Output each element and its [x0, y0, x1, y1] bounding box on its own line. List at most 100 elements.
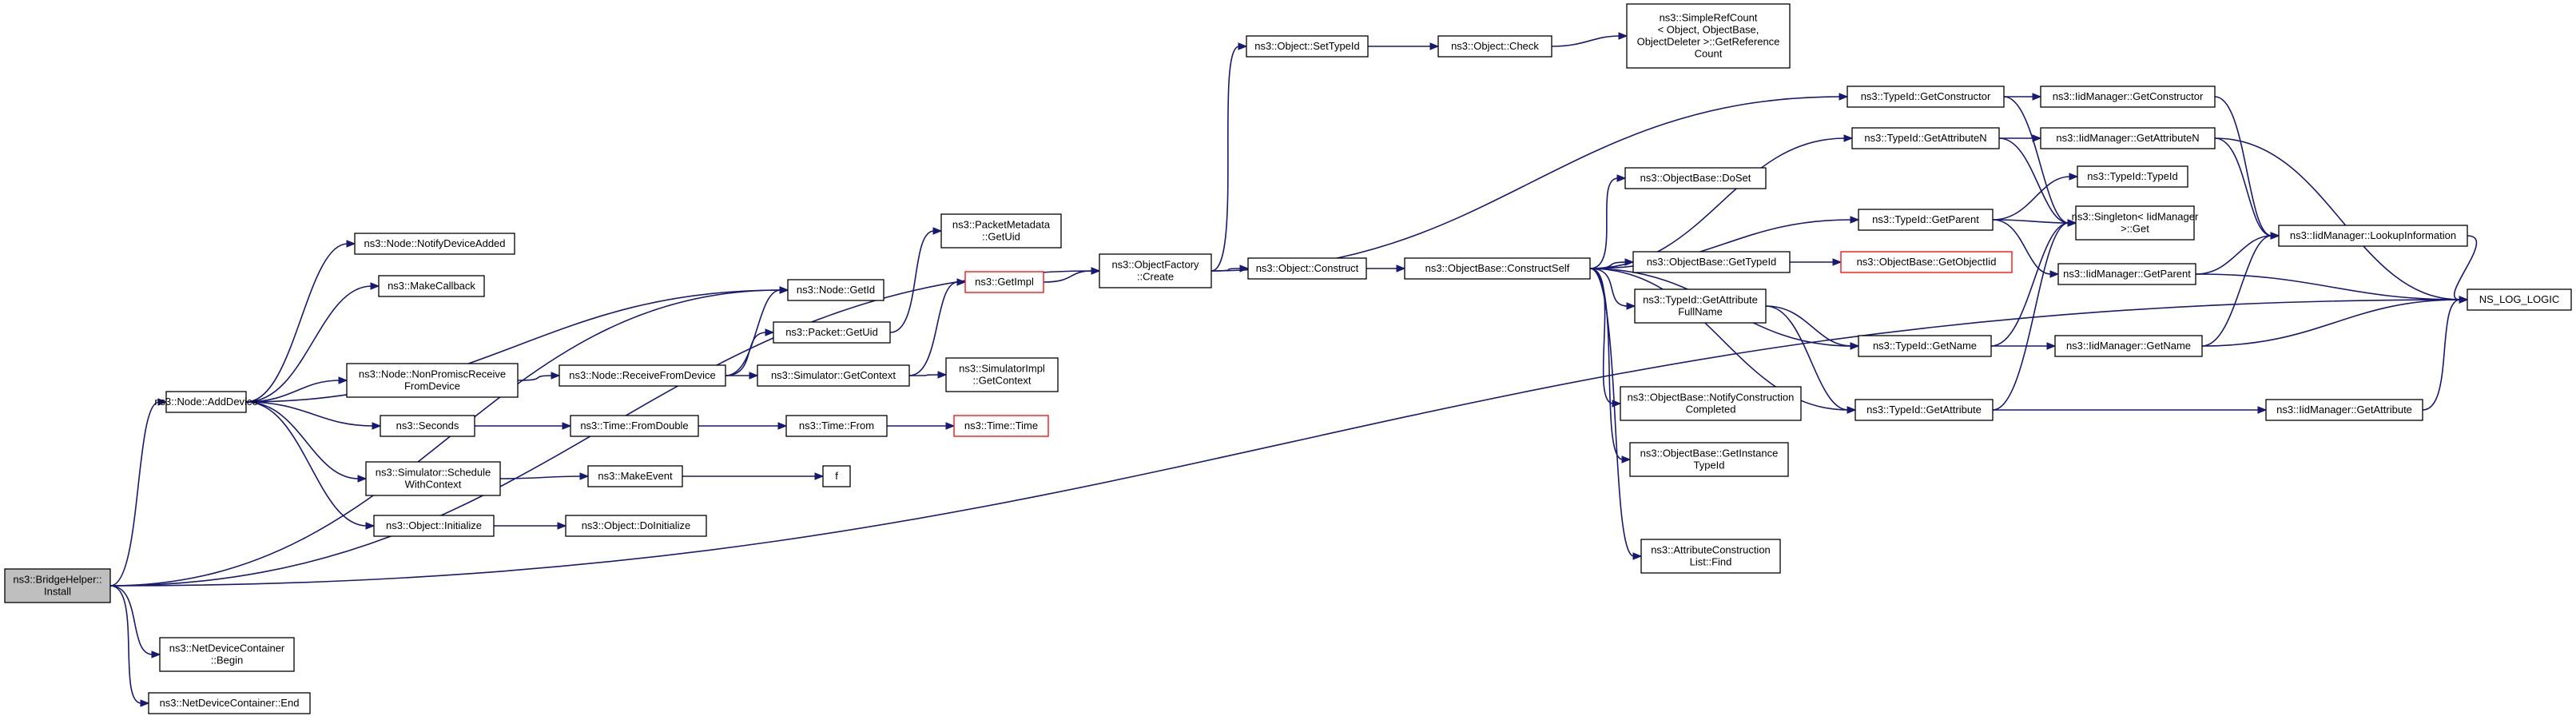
edge-line — [1551, 35, 1620, 47]
node-ndcBegin[interactable]: ns3::NetDeviceContainer::Begin — [159, 637, 295, 672]
node-label: < Object, ObjectBase, — [1658, 24, 1759, 36]
node-iidName[interactable]: ns3::IidManager::GetName — [2054, 335, 2203, 357]
node-label: NS_LOG_LOGIC — [2479, 293, 2559, 305]
edge-simGetCtx-to-getImpl — [908, 278, 967, 376]
node-iidCtor[interactable]: ns3::IidManager::GetConstructor — [2040, 86, 2216, 108]
node-label: ::Create — [1137, 271, 1174, 283]
edge-tidAttrN-to-singletonGet — [1998, 137, 2077, 227]
node-getImpl[interactable]: ns3::GetImpl — [964, 271, 1044, 293]
node-getObjectTid[interactable]: ns3::ObjectBase::GetObjectIid — [1840, 251, 2013, 273]
node-box — [165, 391, 247, 413]
node-ndcEnd[interactable]: ns3::NetDeviceContainer::End — [148, 692, 311, 714]
node-lookupInfo[interactable]: ns3::IidManager::LookupInformation — [2278, 225, 2468, 247]
node-box — [2040, 127, 2216, 149]
node-simImplCtx[interactable]: ns3::SimulatorImpl::GetContext — [945, 357, 1059, 392]
node-tidAttr[interactable]: ns3::TypeId::GetAttribute — [1854, 399, 1994, 421]
node-tidTypeId[interactable]: ns3::TypeId::TypeId — [2077, 165, 2188, 188]
node-timeTime[interactable]: ns3::Time::Time — [953, 415, 1049, 437]
edge-line — [245, 401, 368, 527]
edge-line — [1589, 268, 1628, 307]
node-constructSelf[interactable]: ns3::ObjectBase::ConstructSelf — [1404, 257, 1591, 280]
node-label: ns3::Node::NotifyDeviceAdded — [364, 237, 505, 249]
node-singletonGet[interactable]: ns3::Singleton< IidManager>::Get — [2072, 205, 2199, 241]
node-tidParent[interactable]: ns3::TypeId::GetParent — [1858, 209, 1994, 231]
node-setTypeId[interactable]: ns3::Object::SetTypeId — [1246, 35, 1369, 58]
node-bridge[interactable]: ns3::BridgeHelper::Install — [4, 568, 111, 603]
edge-recvFromDev-to-simGetCtx — [725, 372, 759, 380]
node-box — [559, 364, 726, 387]
node-pktMetaUid[interactable]: ns3::PacketMetadata::GetUid — [940, 213, 1062, 249]
node-box — [822, 465, 851, 487]
node-doInit[interactable]: ns3::Object::DoInitialize — [565, 515, 707, 537]
node-label: ns3::Node::AddDevice — [154, 396, 257, 408]
arrowhead — [932, 227, 943, 235]
node-tidAttrN[interactable]: ns3::TypeId::GetAttributeN — [1851, 127, 2000, 149]
node-obGetTypeId[interactable]: ns3::ObjectBase::GetTypeId — [1632, 251, 1791, 273]
node-makeCallback[interactable]: ns3::MakeCallback — [378, 275, 485, 297]
node-box — [378, 275, 485, 297]
node-seconds[interactable]: ns3::Seconds — [380, 415, 475, 437]
node-box — [380, 415, 475, 437]
node-getId[interactable]: ns3::Node::GetId — [787, 279, 885, 301]
node-notifyAdded[interactable]: ns3::Node::NotifyDeviceAdded — [354, 233, 515, 255]
node-box — [2057, 263, 2196, 285]
arrowhead — [1850, 216, 1860, 224]
edge-line — [1992, 222, 2069, 411]
node-iidParent[interactable]: ns3::IidManager::GetParent — [2057, 263, 2196, 285]
edge-tidGetCtor-to-singletonGet — [2003, 96, 2077, 227]
edge-iidCtor-to-lookupInfo — [2214, 96, 2280, 240]
node-box — [565, 515, 707, 537]
node-tidName[interactable]: ns3::TypeId::GetName — [1858, 335, 1992, 357]
edge-tidAttrN-to-iidAttrN — [1999, 134, 2042, 142]
edge-objConstruct-to-constructSelf — [1366, 265, 1406, 272]
node-box — [785, 415, 888, 437]
node-label: ns3::IidManager::GetAttributeN — [2056, 132, 2199, 144]
node-label: ::GetContext — [973, 375, 1032, 387]
node-box — [4, 568, 111, 603]
node-iidAttr[interactable]: ns3::IidManager::GetAttribute — [2265, 399, 2423, 421]
node-objInit[interactable]: ns3::Object::Initialize — [373, 515, 495, 537]
node-makeEvent[interactable]: ns3::MakeEvent — [587, 465, 683, 487]
node-ofCreate[interactable]: ns3::ObjectFactory::Create — [1099, 253, 1212, 288]
node-refCount[interactable]: ns3::SimpleRefCount< Object, ObjectBase,… — [1626, 3, 1791, 69]
node-pktGetUid[interactable]: ns3::Packet::GetUid — [773, 321, 891, 344]
node-label: ns3::ObjectBase::NotifyConstruction — [1628, 392, 1795, 404]
node-label: ns3::TypeId::GetAttribute — [1643, 294, 1758, 306]
node-f[interactable]: f — [822, 465, 851, 487]
node-label: ns3::Simulator::Schedule — [376, 467, 491, 479]
edge-tidAttr-to-singletonGet — [1992, 219, 2077, 411]
node-nsLogLogic[interactable]: NS_LOG_LOGIC — [2467, 288, 2572, 311]
node-box — [1246, 35, 1369, 58]
node-recvFromDev[interactable]: ns3::Node::ReceiveFromDevice — [559, 364, 726, 387]
edge-line — [109, 585, 142, 704]
arrowhead — [1850, 342, 1860, 350]
node-box — [1437, 35, 1552, 58]
edge-addDevice-to-makeCallback — [245, 282, 380, 403]
node-label: WithContext — [405, 479, 462, 491]
node-label: ns3::ObjectFactory — [1111, 259, 1199, 271]
node-tidGetCtor[interactable]: ns3::TypeId::GetConstructor — [1847, 86, 2005, 108]
node-label: ns3::SimulatorImpl — [959, 363, 1045, 375]
node-box — [945, 357, 1059, 392]
node-timeFromDouble[interactable]: ns3::Time::FromDouble — [570, 415, 699, 437]
node-label: ns3::AttributeConstruction — [1651, 544, 1771, 556]
node-doSet[interactable]: ns3::ObjectBase::DoSet — [1624, 167, 1767, 189]
edge-recvFromDev-to-getId — [725, 286, 789, 376]
node-iidAttrN[interactable]: ns3::IidManager::GetAttributeN — [2040, 127, 2216, 149]
node-box — [365, 461, 501, 496]
node-objCheck[interactable]: ns3::Object::Check — [1437, 35, 1552, 58]
node-notifyConstr[interactable]: ns3::ObjectBase::NotifyConstructionCompl… — [1620, 386, 1802, 421]
node-box — [1404, 257, 1591, 280]
node-addDevice[interactable]: ns3::Node::AddDevice — [154, 391, 258, 413]
node-simGetCtx[interactable]: ns3::Simulator::GetContext — [757, 364, 910, 387]
arrowhead — [346, 240, 356, 248]
edge-line — [245, 401, 360, 479]
node-box — [2054, 335, 2203, 357]
node-timeFrom[interactable]: ns3::Time::From — [785, 415, 888, 437]
node-objConstruct[interactable]: ns3::Object::Construct — [1247, 257, 1367, 280]
